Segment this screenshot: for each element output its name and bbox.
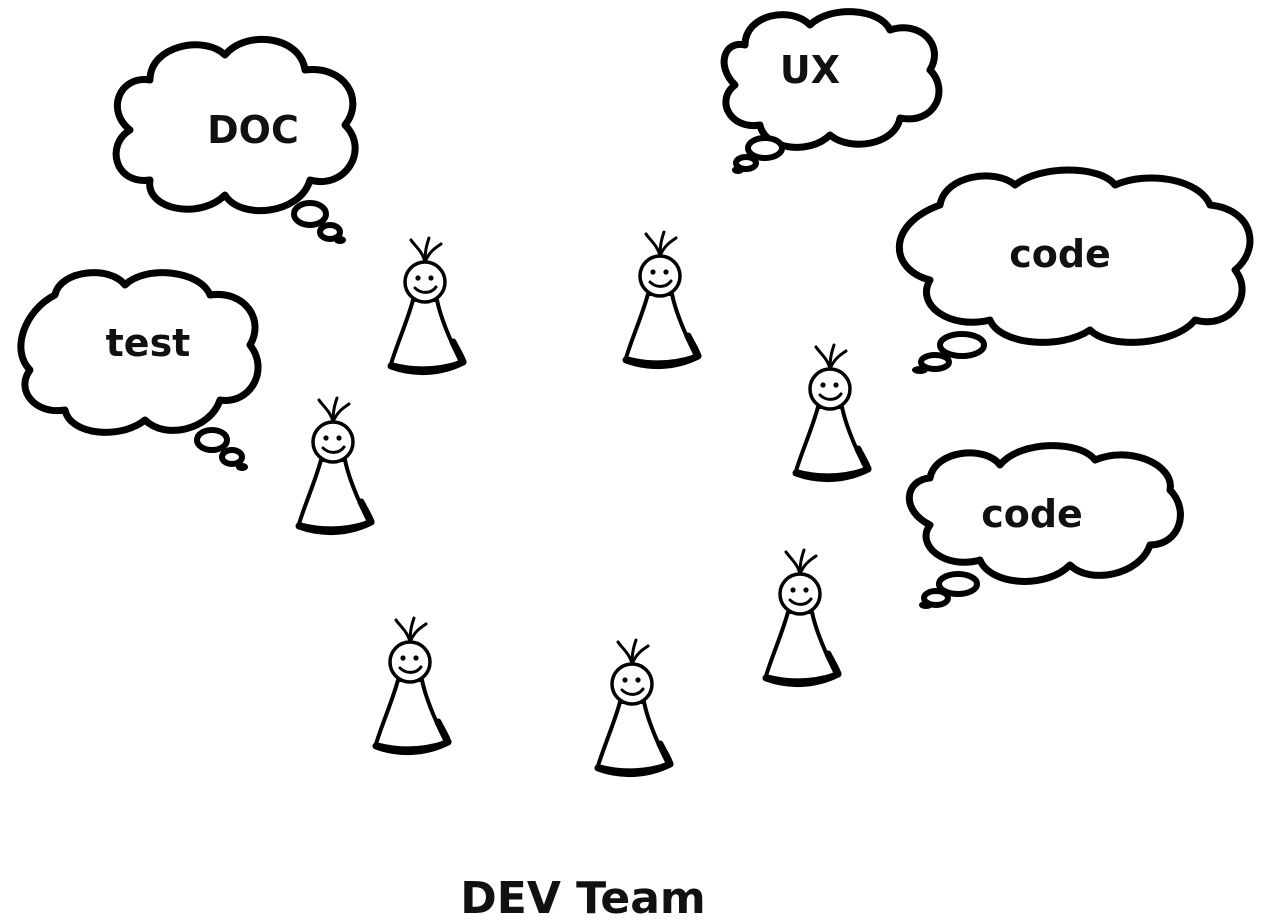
thought-cloud-ux: UX — [720, 8, 943, 174]
doc-label: DOC — [207, 108, 299, 152]
thought-cloud-code-bottom: code — [905, 442, 1184, 609]
team-member-5 — [766, 550, 838, 684]
thought-cloud-test: test — [17, 269, 262, 471]
code-bottom-label: code — [981, 492, 1083, 536]
team-member-2 — [626, 232, 698, 366]
team-member-7 — [598, 640, 670, 774]
code-top-label: code — [1009, 232, 1111, 276]
team-member-3 — [796, 345, 868, 479]
thought-cloud-code-top: code — [895, 166, 1254, 374]
diagram-caption: DEV Team — [460, 873, 706, 921]
ux-label: UX — [780, 48, 840, 92]
team-member-4 — [299, 398, 371, 532]
team-member-1 — [391, 238, 463, 372]
test-label: test — [106, 321, 191, 365]
team-member-6 — [376, 618, 448, 752]
thought-cloud-doc: DOC — [112, 35, 359, 244]
